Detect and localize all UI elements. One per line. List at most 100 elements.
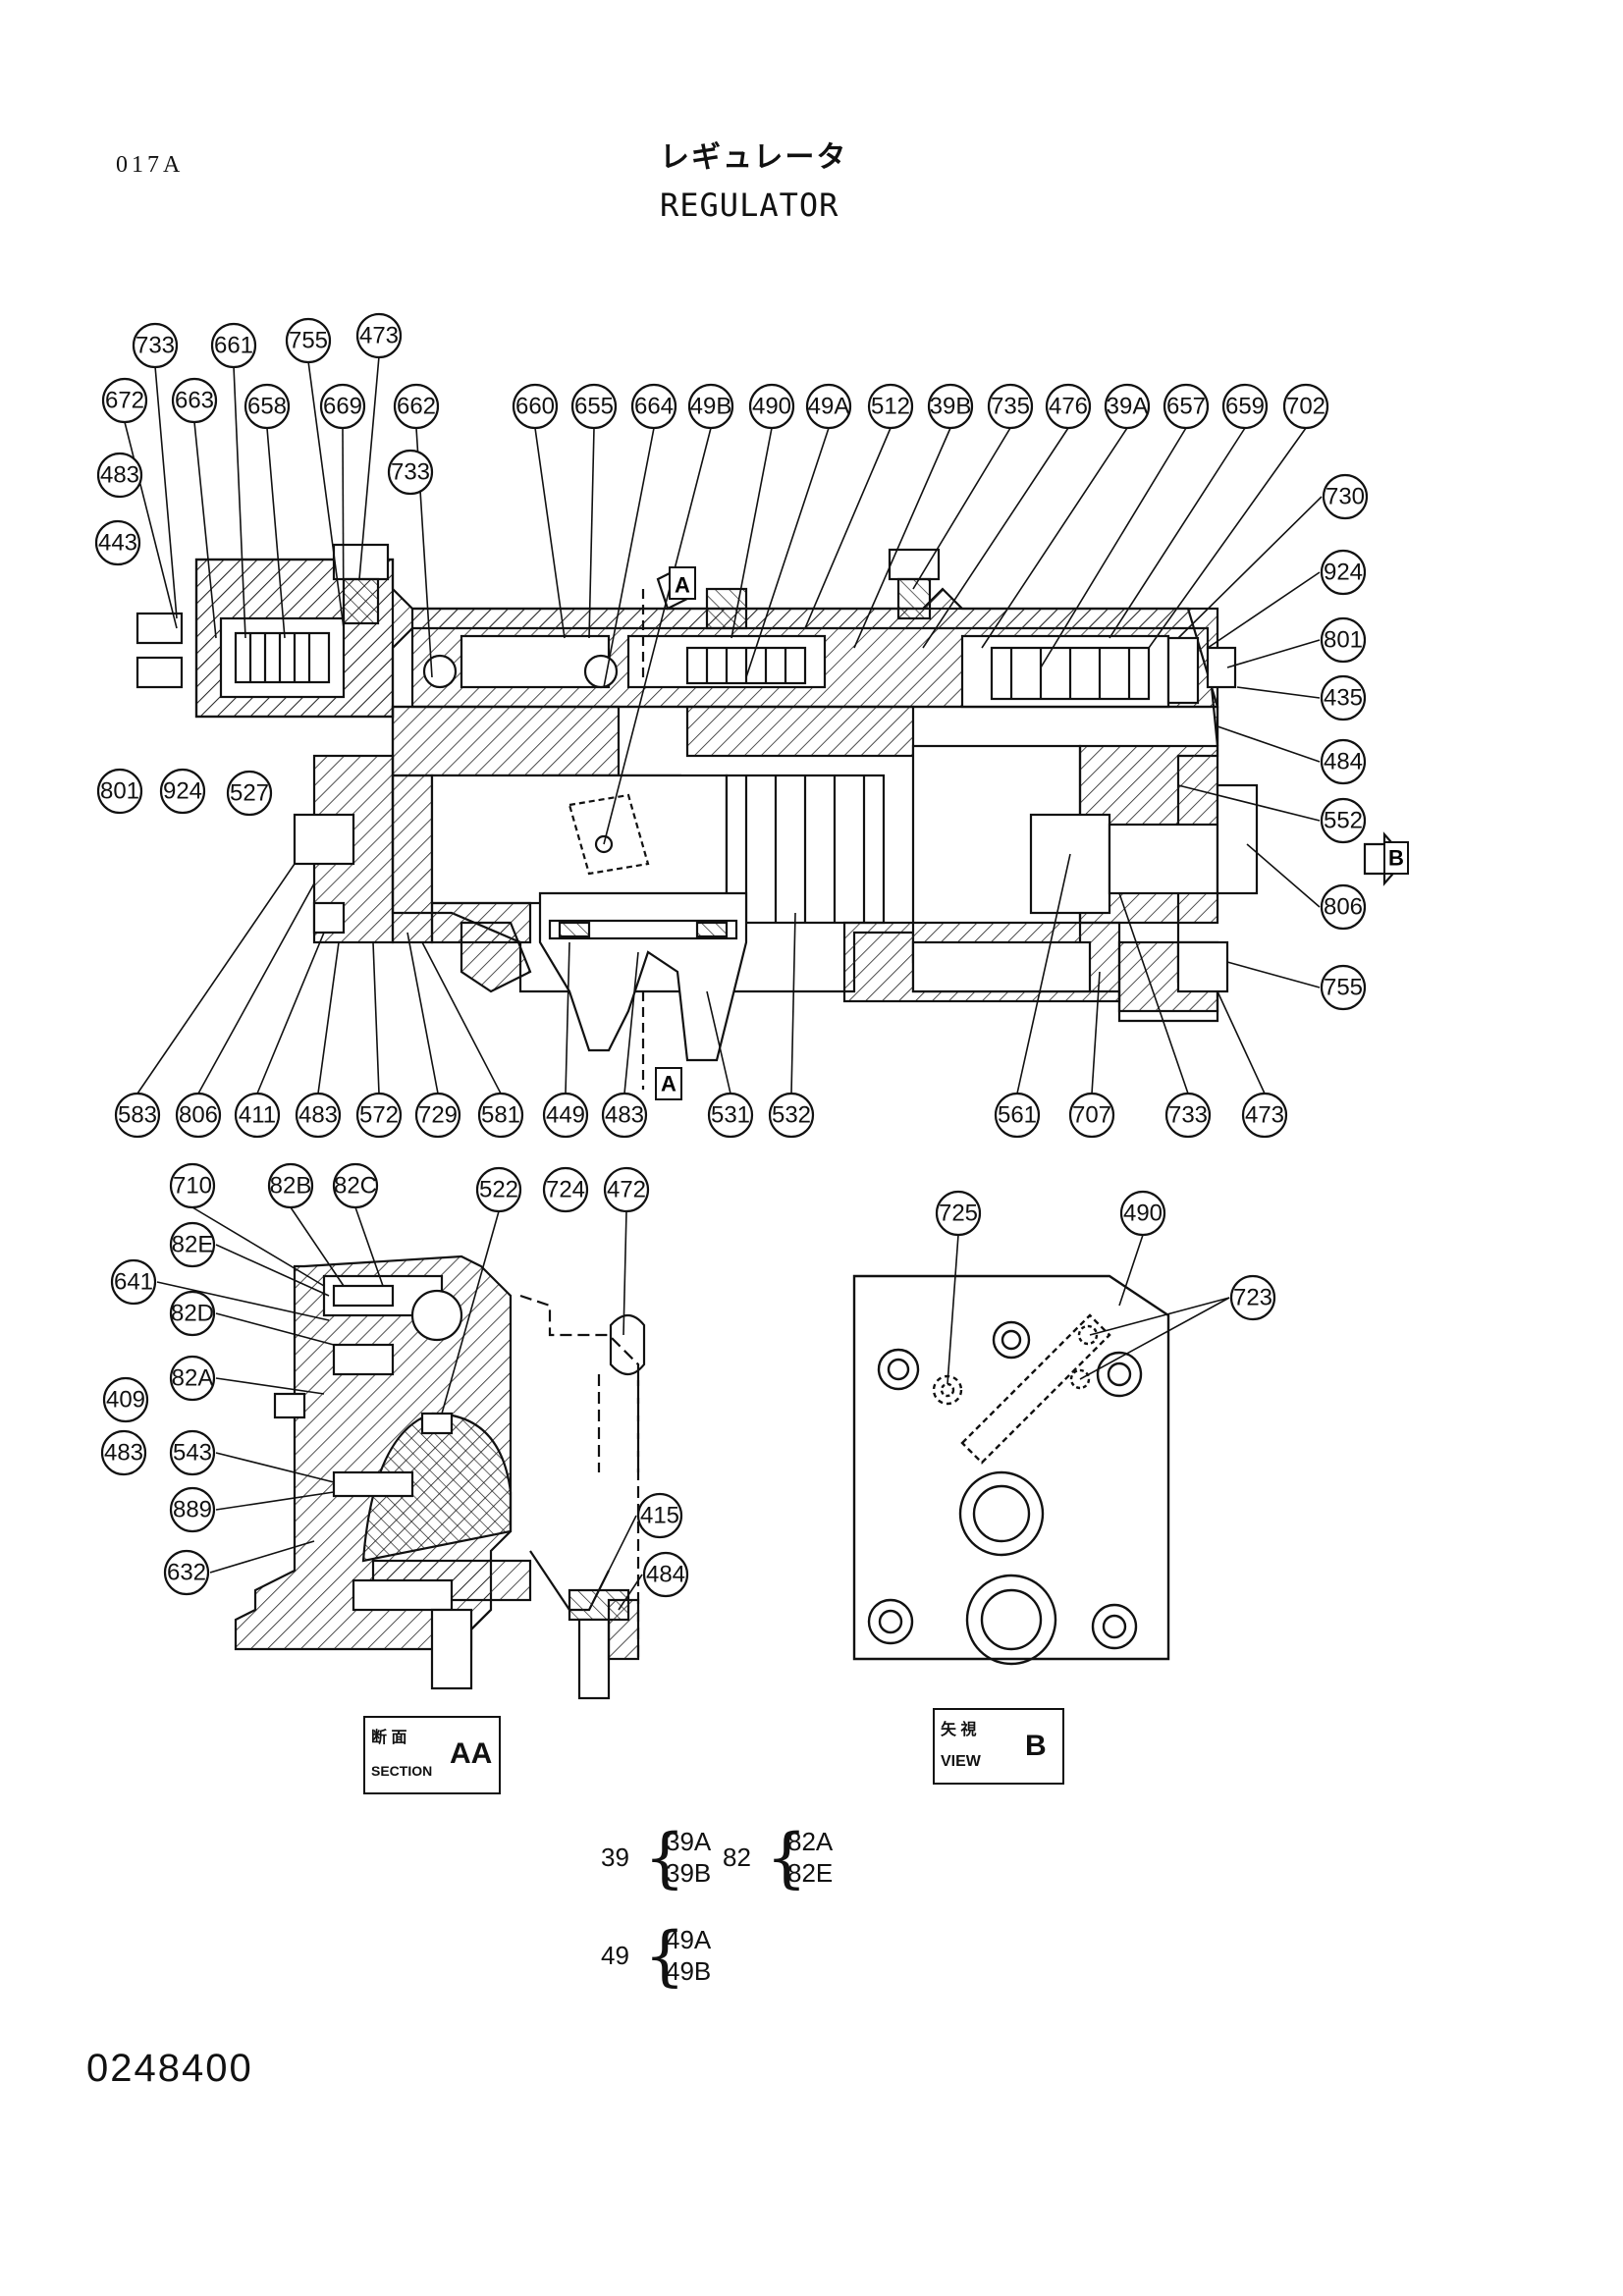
- callout-circle: [171, 377, 218, 424]
- part-group-item: 39A: [666, 1827, 712, 1856]
- callout-circle: [1320, 616, 1367, 664]
- title-english: REGULATOR: [660, 187, 839, 224]
- callout-label: 733: [135, 333, 175, 359]
- callout-label: 490: [1123, 1201, 1163, 1227]
- part-callout-660: 660: [512, 383, 559, 430]
- part-callout-483: 483: [295, 1092, 342, 1139]
- section-marker-a-bottom: A: [655, 1067, 682, 1100]
- part-callout-724: 724: [542, 1166, 589, 1213]
- main-section-view: [135, 543, 1408, 1090]
- callout-circle: [1241, 1092, 1288, 1139]
- callout-label: 723: [1233, 1285, 1272, 1311]
- callout-circle: [927, 383, 974, 430]
- callout-label: 411: [239, 1102, 276, 1129]
- callout-circle: [630, 383, 677, 430]
- section-aa-drawing: [234, 1255, 646, 1700]
- callout-label: 924: [1324, 560, 1363, 586]
- callout-label: 733: [391, 459, 430, 486]
- callout-label: 664: [634, 394, 674, 420]
- callout-label: 522: [479, 1177, 518, 1203]
- callout-circle: [169, 1221, 216, 1268]
- part-callout-729: 729: [414, 1092, 461, 1139]
- callout-circle: [226, 770, 273, 817]
- callout-circle: [1164, 1092, 1212, 1139]
- callout-circle: [393, 383, 440, 430]
- part-callout-664: 664: [630, 383, 677, 430]
- callout-label: 49B: [690, 394, 732, 420]
- callout-circle: [1320, 738, 1367, 785]
- callout-circle: [159, 768, 206, 815]
- part-callout-583: 583: [114, 1092, 161, 1139]
- callout-label: 733: [1168, 1102, 1208, 1129]
- callout-circle: [267, 1162, 314, 1209]
- callout-label: 435: [1324, 685, 1363, 712]
- callout-label: 483: [104, 1440, 143, 1467]
- callout-circle: [169, 1162, 216, 1209]
- part-callout-655: 655: [570, 383, 618, 430]
- callout-label: 483: [298, 1102, 338, 1129]
- callout-circle: [169, 1290, 216, 1337]
- part-callout-672: 672: [101, 377, 148, 424]
- section-aa-label: 断 面 SECTION AA: [363, 1716, 501, 1794]
- part-callout-531: 531: [707, 1092, 754, 1139]
- callout-label: 581: [481, 1102, 520, 1129]
- part-callout-82E: 82E: [169, 1221, 216, 1268]
- callout-label: 655: [574, 394, 614, 420]
- callout-circle: [355, 1092, 403, 1139]
- callout-circle: [1320, 883, 1367, 931]
- part-callout-723: 723: [1229, 1274, 1276, 1321]
- callout-label: 483: [100, 462, 139, 489]
- part-callout-661: 661: [210, 322, 257, 369]
- callout-label: 443: [98, 530, 137, 557]
- part-callout-806: 806: [1320, 883, 1367, 931]
- part-callout-409: 409: [102, 1376, 149, 1423]
- part-callout-476: 476: [1045, 383, 1092, 430]
- part-group-item: 49A: [666, 1925, 712, 1954]
- svg-text:A: A: [675, 573, 690, 598]
- part-callout-484: 484: [642, 1551, 689, 1598]
- part-group-39: 39 { 39A 39B: [601, 1820, 712, 1896]
- callout-label: 484: [1324, 749, 1363, 775]
- callout-circle: [387, 449, 434, 496]
- part-callout-512: 512: [867, 383, 914, 430]
- part-callout-49B: 49B: [687, 383, 734, 430]
- callout-circle: [475, 1166, 522, 1213]
- callout-label: 730: [1325, 484, 1365, 510]
- callout-label: 801: [1324, 627, 1363, 654]
- part-callout-663: 663: [171, 377, 218, 424]
- callout-label: 755: [289, 328, 328, 354]
- callout-circle: [542, 1166, 589, 1213]
- part-callout-443: 443: [94, 519, 141, 566]
- part-callout-522: 522: [475, 1166, 522, 1213]
- part-callout-39A: 39A: [1104, 383, 1151, 430]
- callout-circle: [94, 519, 141, 566]
- part-callout-733: 733: [1164, 1092, 1212, 1139]
- callout-circle: [101, 377, 148, 424]
- svg-text:A: A: [661, 1072, 676, 1096]
- callout-label: 449: [546, 1102, 585, 1129]
- part-group-item: 82E: [787, 1858, 834, 1888]
- callout-label: 82C: [334, 1173, 377, 1200]
- callout-label: 82A: [172, 1365, 214, 1392]
- callout-circle: [355, 312, 403, 359]
- part-group-82: 82 { 82A 82E: [723, 1820, 834, 1896]
- callout-label: 543: [173, 1440, 212, 1467]
- callout-circle: [295, 1092, 342, 1139]
- part-callout-710: 710: [169, 1162, 216, 1209]
- part-callout-725: 725: [935, 1190, 982, 1237]
- part-callout-82C: 82C: [332, 1162, 379, 1209]
- callout-label: 755: [1324, 975, 1363, 1001]
- part-callout-924: 924: [1320, 549, 1367, 596]
- callout-circle: [169, 1429, 216, 1476]
- part-callout-707: 707: [1068, 1092, 1115, 1139]
- part-callout-411: 411: [234, 1092, 281, 1139]
- callout-circle: [935, 1190, 982, 1237]
- part-callout-82A: 82A: [169, 1355, 216, 1402]
- callout-circle: [175, 1092, 222, 1139]
- callout-circle: [114, 1092, 161, 1139]
- callout-circle: [642, 1551, 689, 1598]
- part-callout-632: 632: [163, 1549, 210, 1596]
- part-callout-889: 889: [169, 1486, 216, 1533]
- callout-circle: [1320, 674, 1367, 721]
- callout-circle: [687, 383, 734, 430]
